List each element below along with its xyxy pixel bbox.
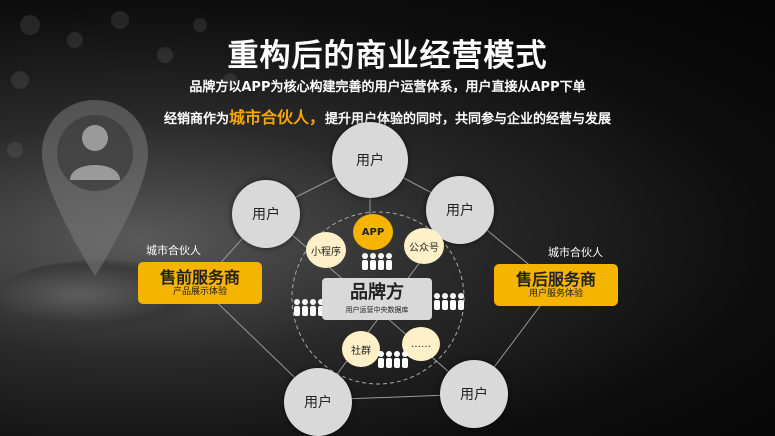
subtitle-2-highlight: 城市合伙人， — [228, 108, 325, 127]
subtitle-2-prefix: 经销商作为 — [163, 112, 229, 127]
user-node-upper-left: 用户 — [232, 180, 300, 248]
presale-subtitle: 产品展示体验 — [172, 286, 227, 297]
presale-title: 售前服务商 — [159, 267, 240, 287]
aftersale-box: 售后服务商 用户服务体验 — [494, 264, 618, 306]
brand-subtitle: 用户运营中央数据库 — [345, 306, 409, 314]
channel-more: …… — [402, 327, 440, 361]
location-user-pin-icon — [42, 100, 148, 276]
aftersale-caption: 城市合伙人 — [548, 246, 603, 259]
channel-app: APP — [353, 214, 393, 250]
page-title: 重构后的商业经营模式 — [227, 38, 548, 74]
channel-official-account: 公众号 — [404, 228, 444, 264]
people-group-icon — [294, 299, 324, 316]
people-group-icon — [362, 253, 392, 270]
aftersale-subtitle: 用户服务体验 — [528, 288, 583, 299]
user-node-lower-right: 用户 — [440, 360, 508, 428]
presale-caption: 城市合伙人 — [146, 244, 201, 257]
user-node-top: 用户 — [332, 122, 408, 198]
subtitle-line-2: 经销商作为城市合伙人，提升用户体验的同时，共同参与企业的经营与发展 — [0, 104, 775, 128]
aftersale-title: 售后服务商 — [515, 269, 596, 289]
background-avatar-pattern — [7, 11, 237, 158]
user-node-lower-left: 用户 — [284, 368, 352, 436]
people-group-icon — [434, 293, 464, 310]
subtitle-line-1: 品牌方以APP为核心构建完善的用户运营体系，用户直接从APP下单 — [189, 80, 586, 95]
channel-mini-program: 小程序 — [306, 232, 346, 268]
people-group-icon — [378, 351, 408, 368]
channel-community: 社群 — [342, 331, 380, 367]
presale-box: 售前服务商 产品展示体验 — [138, 262, 262, 304]
subtitle-2-suffix: 提升用户体验的同时，共同参与企业的经营与发展 — [325, 112, 612, 127]
brand-title: 品牌方 — [350, 282, 404, 303]
brand-box: 品牌方 用户运营中央数据库 — [322, 278, 432, 320]
